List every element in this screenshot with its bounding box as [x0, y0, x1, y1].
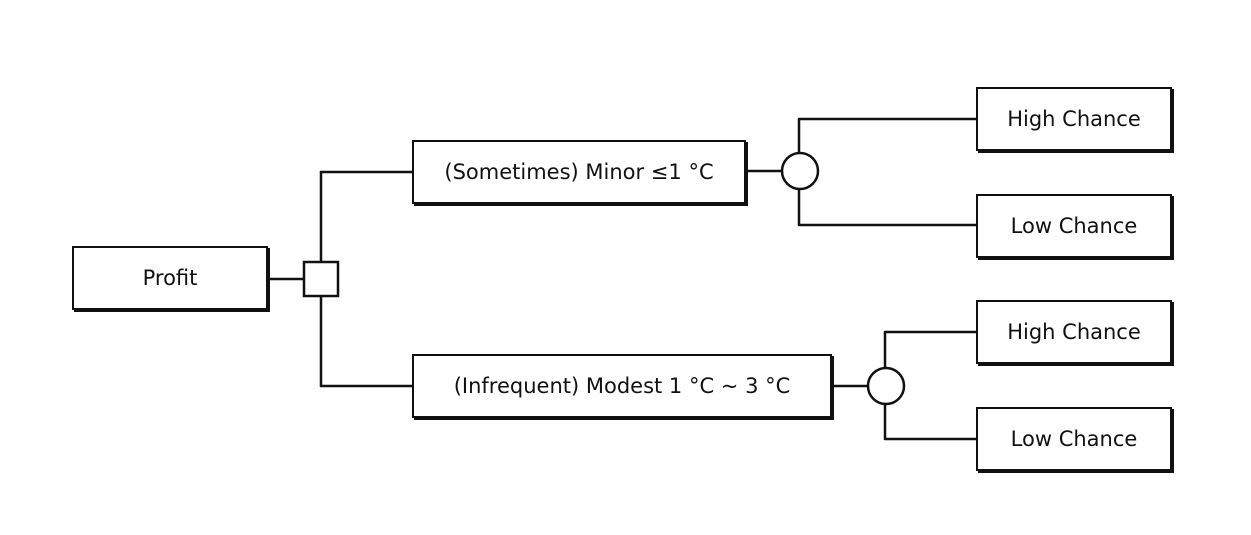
outcome-label: Low Chance: [1010, 214, 1138, 238]
outcome-modest-low-chance: Low Chance: [976, 407, 1172, 471]
branch-node-modest: (Infrequent) Modest 1 °C ~ 3 °C: [412, 354, 832, 418]
branch-node-minor-label: (Sometimes) Minor ≤1 °C: [444, 160, 714, 184]
chance-node-a-circle: [780, 151, 820, 191]
connector-chance-a-outcomes: [797, 117, 978, 227]
outcome-modest-high-chance: High Chance: [976, 300, 1172, 364]
outcome-label: High Chance: [1007, 107, 1141, 131]
outcome-minor-low-chance: Low Chance: [976, 194, 1172, 258]
outcome-label: Low Chance: [1010, 427, 1138, 451]
outcome-minor-high-chance: High Chance: [976, 87, 1172, 151]
branch-node-minor: (Sometimes) Minor ≤1 °C: [412, 140, 746, 204]
chance-node-b-circle: [866, 366, 906, 406]
root-node-profit: Profit: [72, 246, 268, 310]
branch-node-modest-label: (Infrequent) Modest 1 °C ~ 3 °C: [453, 374, 791, 398]
decision-node-square: [302, 260, 340, 298]
outcome-label: High Chance: [1007, 320, 1141, 344]
root-node-label: Profit: [142, 266, 198, 290]
